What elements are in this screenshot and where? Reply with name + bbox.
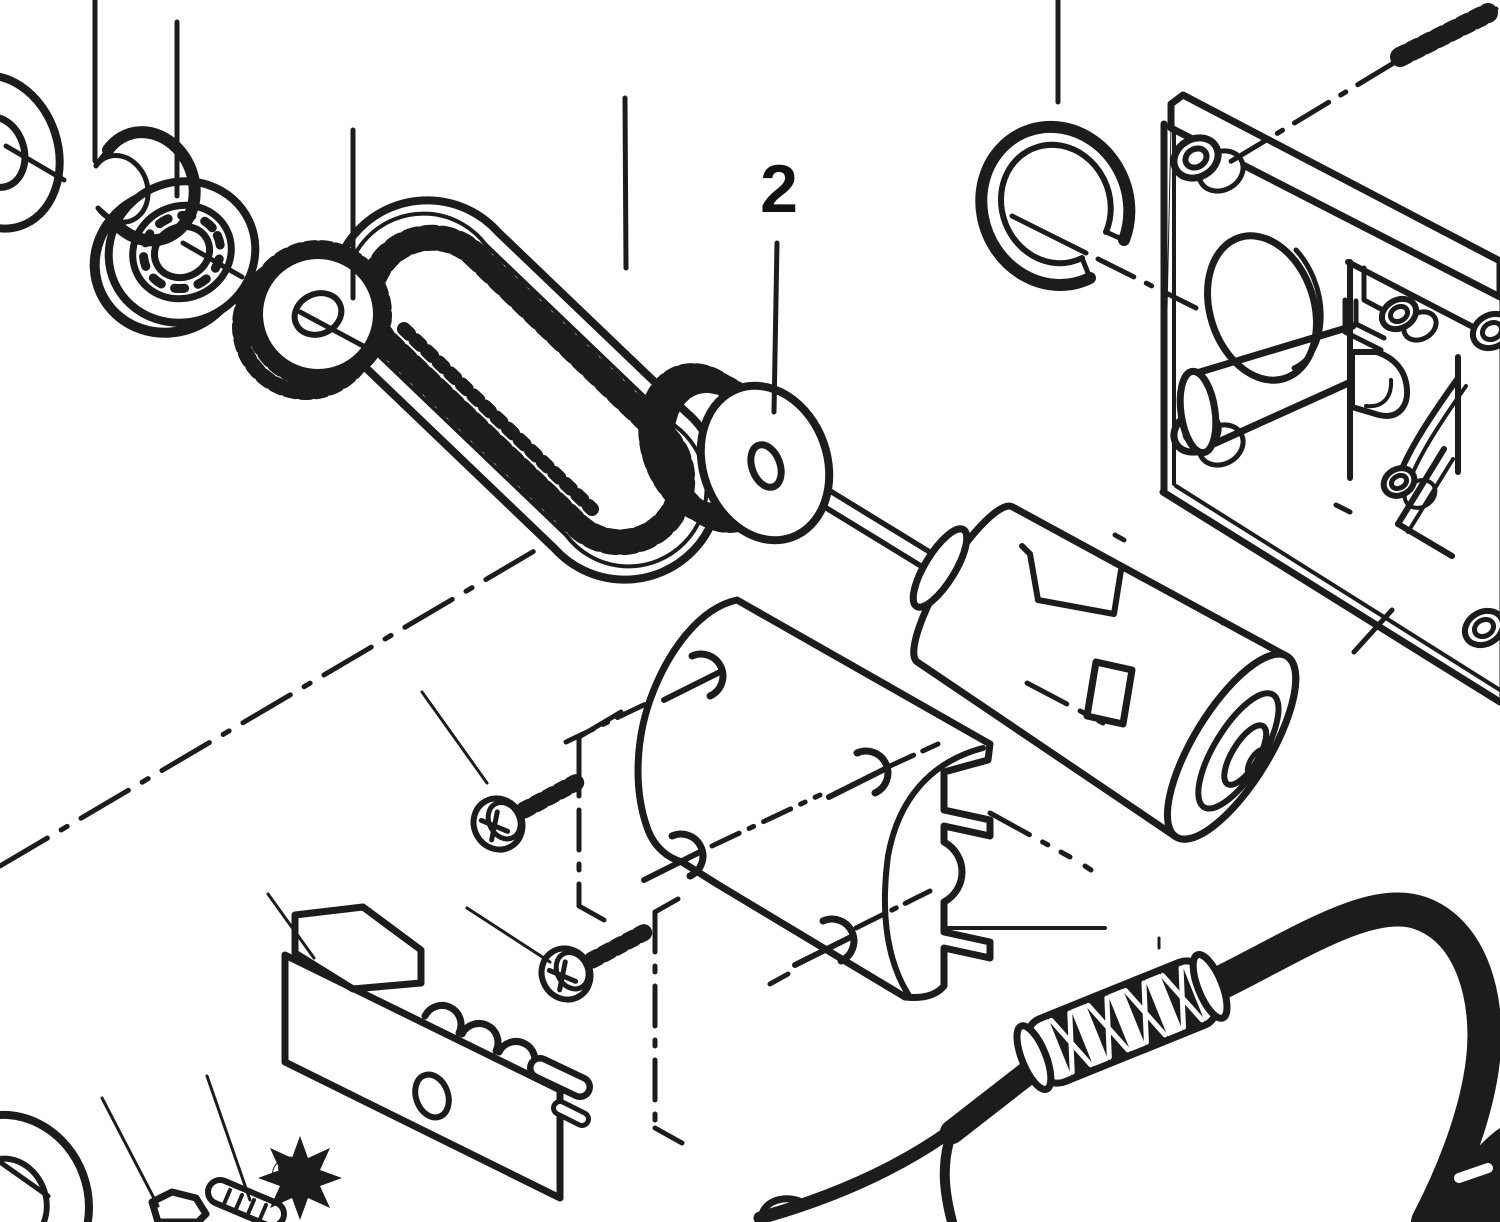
flat-washer: [0, 71, 67, 233]
hex-bolt-leader: [100, 1096, 160, 1208]
base-bracket: [266, 892, 593, 1202]
screw-leader: [420, 690, 489, 785]
motor-clamp-bracket: [563, 596, 1161, 1146]
plate-standoff-cylinder: [1176, 322, 1357, 457]
end-disc: [0, 1110, 93, 1222]
mounting-plate: [1159, 91, 1500, 706]
power-cable: [753, 892, 1500, 1222]
motor-pinion-gear: [638, 240, 834, 545]
plate-mounting-screw: [1217, 3, 1499, 171]
clamp-hole: [641, 830, 707, 883]
timing-belt-leader: [622, 95, 629, 271]
plate-boss-right-upper: [1378, 295, 1500, 352]
callout-2-label: 2: [760, 151, 798, 227]
strain-relief-sleeve: [1013, 951, 1231, 1093]
spline-leader: [205, 1074, 252, 1202]
motor-front-collar: [909, 525, 971, 611]
hex-bolt: [100, 1096, 210, 1222]
motor-body-marks: [987, 532, 1226, 873]
clamp-hole: [826, 747, 892, 800]
tapping-screw-upper: [420, 690, 592, 858]
bracket-leader: [266, 892, 316, 960]
plate-oval-hole: [1204, 232, 1324, 384]
plate-right-cavity: [1380, 354, 1500, 649]
retaining-ring: [975, 0, 1199, 311]
drive-pulley-gear: [232, 127, 392, 400]
clamp-hole: [792, 915, 858, 968]
pinion-leader: [771, 240, 780, 415]
timing-belt: [328, 95, 724, 584]
clamp-hole: [661, 650, 727, 703]
screw-leader: [465, 906, 552, 964]
splined-gear-shaft: [205, 1074, 342, 1222]
e-ring-clip: [92, 0, 201, 247]
plate-elbow-block: [1349, 349, 1411, 419]
tapping-screw-lower: [465, 906, 660, 1008]
